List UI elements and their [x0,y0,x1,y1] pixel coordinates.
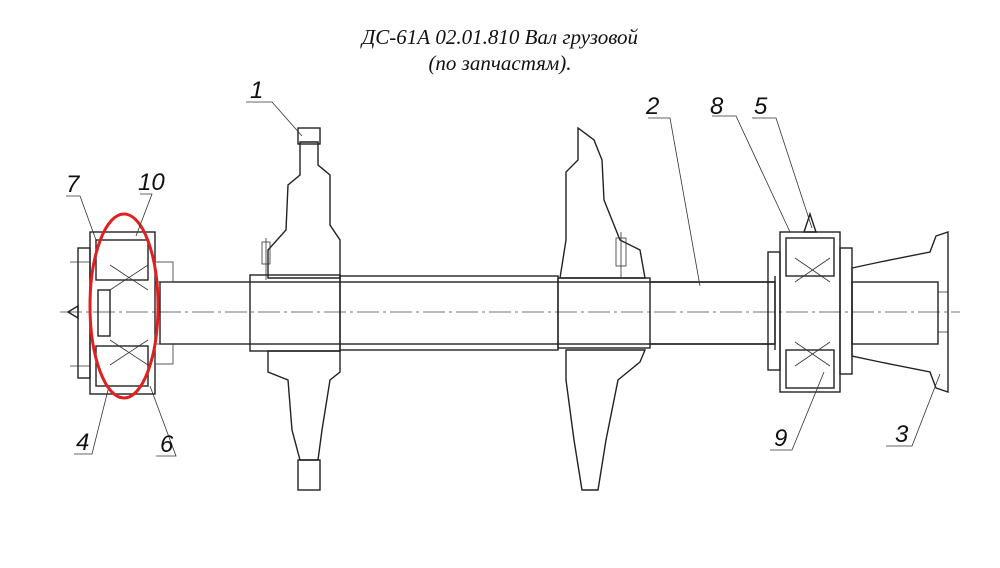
coupling-hub [851,231,949,393]
sprocket-left [261,127,341,491]
leader-lines [66,101,941,457]
callout-9: 9 [774,425,787,452]
sprocket-right [559,126,647,491]
callout-10: 10 [138,169,165,196]
callout-4: 4 [76,429,89,456]
callout-8: 8 [710,93,724,120]
main-shaft [159,274,776,352]
callout-5: 5 [754,93,768,120]
callout-2: 2 [645,93,659,120]
highlight-ellipse [88,212,160,400]
callout-1: 1 [250,77,263,104]
callout-6: 6 [160,431,174,458]
drawing-title: ДС-61А 02.01.810 Вал грузовой [361,25,639,49]
bearing-housing-left [66,231,174,395]
callout-7: 7 [66,171,81,198]
bearing-housing-right [767,211,853,393]
drawing-subtitle: (по запчастям). [428,51,572,75]
callout-3: 3 [895,421,909,448]
